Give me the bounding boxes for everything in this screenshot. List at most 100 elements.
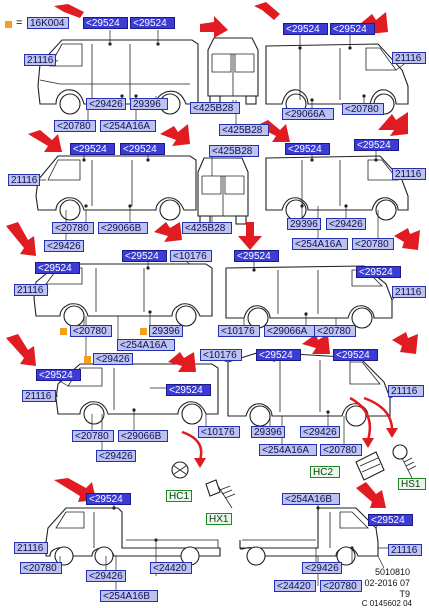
detail-curve-arrow-left (181, 430, 203, 461)
van-side-view-8 (227, 351, 391, 427)
label-29426: <29426 (44, 240, 84, 252)
chassis-cab-view-2 (239, 507, 379, 566)
red-pointer-arrows (6, 2, 420, 508)
label-21116: 21116 (392, 52, 426, 64)
label-29524: <29524 (283, 23, 328, 35)
label-20780: <20780 (320, 444, 362, 456)
label-29524: <29524 (354, 139, 399, 151)
label-29396: 29396 (287, 218, 321, 230)
van-rear-view-1 (207, 37, 259, 105)
label-20780: <20780 (52, 222, 94, 234)
label-29396: 29396 (251, 426, 285, 438)
van-side-view-4 (265, 155, 409, 221)
label-20780: <20780 (342, 103, 384, 115)
label-21116: 21116 (392, 168, 426, 180)
label-29426: <29426 (300, 426, 340, 438)
label-24420: <24420 (150, 562, 192, 574)
footer-version: T9 (399, 589, 410, 599)
van-side-view-7 (55, 363, 219, 425)
label-21116: 21116 (8, 174, 40, 186)
label-29426: <29426 (86, 98, 126, 110)
label-29524: <29524 (285, 143, 330, 155)
label-HX1: HX1 (206, 513, 232, 525)
label-254A16B: <254A16B (100, 590, 158, 602)
label-425B28: <425B28 (209, 145, 259, 157)
label-425B28: <425B28 (219, 124, 269, 136)
label-29426: <29426 (302, 562, 342, 574)
label-29396: 29396 (149, 325, 183, 337)
label-20780: <20780 (54, 120, 96, 132)
label-29066A: <29066A (282, 108, 334, 120)
van-side-view-2 (265, 43, 409, 115)
label-29524: <29524 (83, 17, 128, 29)
orange-marker (140, 328, 147, 335)
label-29426: <29426 (326, 218, 366, 230)
screw-hx1-part (205, 479, 236, 509)
label-10176: <10176 (170, 250, 212, 262)
screw-hs1-part (392, 444, 417, 479)
label-29524: <29524 (35, 262, 80, 274)
label-21116: 21116 (22, 390, 56, 402)
legend-code-label: 16K004 (27, 17, 69, 29)
label-10176: <10176 (200, 349, 242, 361)
label-29524: <29524 (333, 349, 378, 361)
label-425B28: <425B28 (190, 102, 240, 114)
label-29396: 29396 (130, 98, 168, 110)
label-29066B: <29066B (98, 222, 148, 234)
van-side-view-3 (35, 155, 197, 221)
detail-arrowhead-right-2 (386, 428, 398, 438)
attachment-dots (82, 42, 378, 550)
label-24420: <24420 (274, 580, 316, 592)
detail-curve-arrow-right-2 (363, 396, 394, 431)
label-29524: <29524 (256, 349, 301, 361)
label-29524: <29524 (120, 143, 165, 155)
label-20780: <20780 (352, 238, 394, 250)
label-HC2: HC2 (310, 466, 340, 478)
label-20780: <20780 (314, 325, 356, 337)
van-side-view-5 (33, 263, 213, 327)
label-10176: <10176 (218, 325, 260, 337)
footer-date: 02-2016 07 (364, 578, 410, 588)
label-254A16A: <254A16A (117, 339, 175, 351)
label-425B28: <425B28 (182, 222, 232, 234)
label-HS1: HS1 (398, 478, 426, 490)
orange-legend-square (5, 21, 12, 28)
detail-arrowhead-right (362, 438, 374, 448)
label-29524: <29524 (86, 493, 131, 505)
label-29426: <29426 (86, 570, 126, 582)
label-20780: <20780 (70, 325, 112, 337)
footer-figure-code: C 0145602 04 (361, 599, 412, 608)
label-20780: <20780 (320, 580, 362, 592)
label-254A16A: <254A16A (292, 238, 348, 250)
clip-hc2-part (355, 451, 385, 481)
label-21116: 21116 (392, 286, 426, 298)
van-rear-view-2 (197, 157, 249, 225)
detail-arrowhead-left (194, 458, 206, 468)
clip-hc1-part (171, 461, 189, 479)
label-29426: <29426 (96, 450, 136, 462)
label-29066B: <29066B (118, 430, 168, 442)
label-29524: <29524 (234, 250, 279, 262)
legend-equals: = (16, 17, 23, 29)
label-29524: <29524 (70, 143, 115, 155)
label-29524: <29524 (122, 250, 167, 262)
label-HC1: HC1 (166, 490, 192, 502)
label-21116: 21116 (388, 544, 422, 556)
label-20780: <20780 (72, 430, 114, 442)
label-29524: <29524 (368, 514, 413, 526)
label-254A16A: <254A16A (100, 120, 156, 132)
orange-marker (84, 356, 91, 363)
detail-curve-arrow-right (349, 396, 372, 441)
label-29524: <29524 (130, 17, 175, 29)
label-21116: 21116 (388, 385, 424, 397)
label-20780: <20780 (20, 562, 62, 574)
label-29426: <29426 (93, 353, 133, 365)
label-254A16A: <254A16A (259, 444, 317, 456)
label-29066A: <29066A (264, 325, 316, 337)
label-10176: <10176 (198, 426, 240, 438)
label-254A16B: <254A16B (282, 493, 340, 505)
orange-marker (60, 328, 67, 335)
label-29524: <29524 (36, 369, 81, 381)
